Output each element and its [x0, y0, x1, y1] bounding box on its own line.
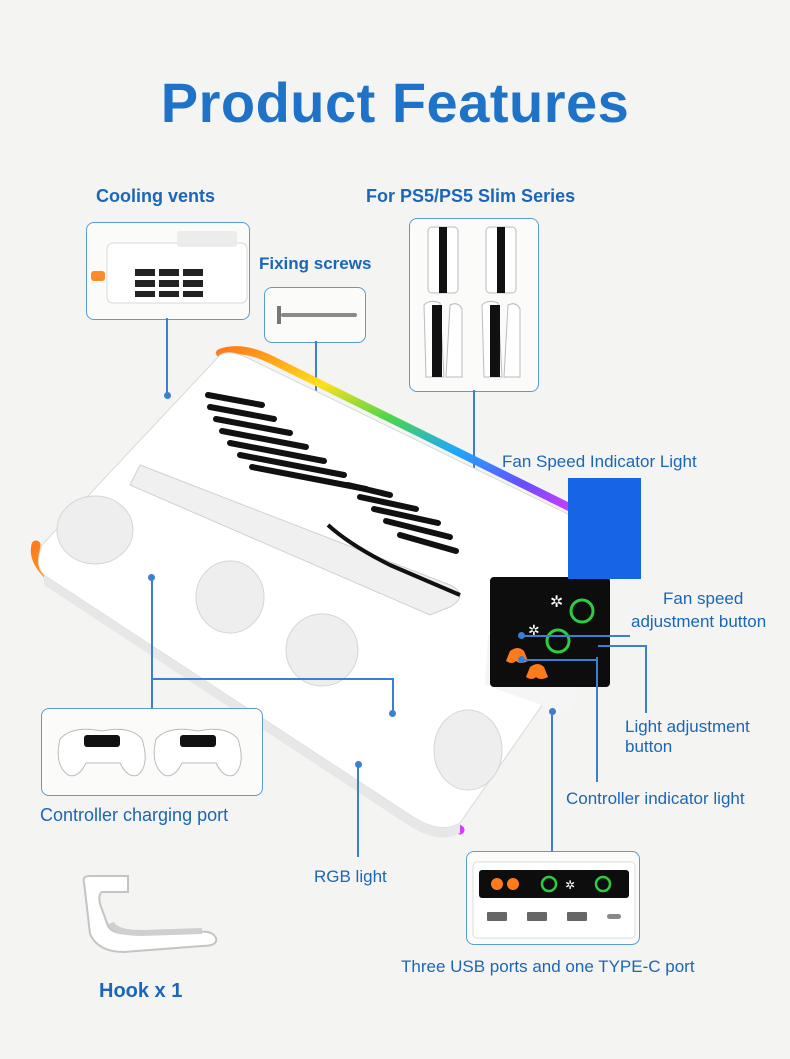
svg-text:✲: ✲ — [550, 592, 563, 611]
cooling-vents-inset — [86, 222, 250, 320]
controllers-image — [57, 728, 242, 777]
hook-label: Hook x 1 — [99, 980, 183, 1002]
fan-speed-indicator-block — [568, 478, 641, 579]
controller-indicator-label: Controller indicator light — [566, 789, 745, 808]
fan-speed-button-label-2: adjustment button — [631, 612, 767, 631]
cooling-vents-label: Cooling vents — [96, 186, 216, 206]
fan-speed-button-label-1: Fan speed — [663, 589, 744, 608]
usb-port-icon — [487, 912, 587, 921]
svg-text:✲: ✲ — [565, 878, 575, 892]
fan-speed-indicator-label: Fan Speed Indicator Light — [502, 452, 697, 471]
controller-charging-label: Controller charging port — [40, 805, 229, 825]
light-button-label-2: button — [625, 737, 673, 756]
fixing-screws-inset — [264, 287, 366, 343]
light-button-label-1: Light adjustment — [625, 717, 750, 736]
hook-image — [82, 875, 218, 954]
usb-ports-label: Three USB ports and one TYPE-C port — [401, 957, 695, 976]
fan-icon: ✲ ✲ — [528, 592, 563, 639]
cooling-vents-image — [91, 231, 248, 304]
ps5-series-inset — [409, 218, 539, 392]
svg-text:✲: ✲ — [528, 623, 540, 639]
usb-ports-inset: ✲ — [466, 851, 640, 945]
controller-charging-inset — [41, 708, 263, 796]
page-title: Product Features — [160, 71, 630, 134]
type-c-port-icon — [607, 914, 621, 919]
screw-image — [277, 306, 357, 324]
rgb-light-label: RGB light — [314, 867, 387, 886]
ps5-consoles-image — [423, 226, 521, 378]
usb-ports-image: ✲ — [472, 861, 636, 939]
ps5-series-label: For PS5/PS5 Slim Series — [366, 186, 576, 206]
fixing-screws-label: Fixing screws — [259, 254, 372, 273]
